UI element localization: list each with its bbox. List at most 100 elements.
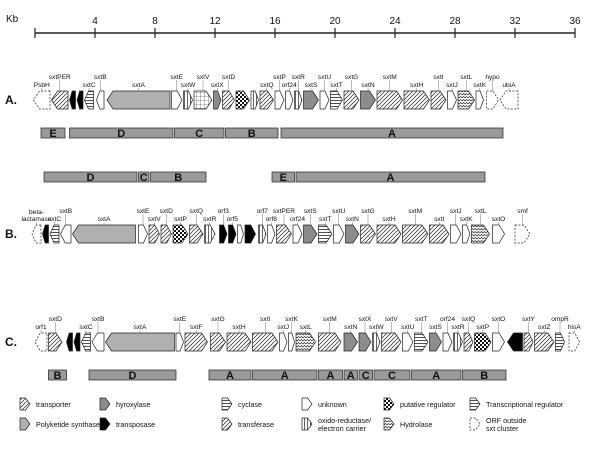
- gene-label: sxtE: [137, 208, 150, 215]
- legend-label: oxido-reductase/electron carrier: [318, 416, 371, 433]
- gene-label: sxtJ: [450, 208, 462, 215]
- gene-row-c: C.orf1sxtDsxtCsxtBsxtAsxtEsxtFsxtGsxtHsx…: [5, 316, 581, 382]
- gene-arrow: [414, 332, 429, 352]
- gene-arrow: [447, 90, 457, 110]
- gene-label: ubiA: [502, 82, 516, 89]
- gene-label: sxtX: [211, 82, 224, 89]
- gene-arrow: [372, 332, 381, 352]
- cluster-label: C: [362, 370, 370, 382]
- gene-label: sxtX: [359, 316, 372, 323]
- cluster-bar: [138, 171, 150, 183]
- gene-label: sxtJ: [277, 324, 289, 331]
- gene-arrow: [189, 224, 204, 244]
- gene-row-b: B.beta-lactamasesxtCsxtBsxtAsxtEsxtVsxtD…: [5, 171, 531, 244]
- gene-label: sxtO: [492, 316, 506, 323]
- gene-label: sxtZ: [538, 324, 550, 331]
- gene-label: sxtM: [323, 316, 337, 323]
- gene-label: sxtT: [415, 316, 427, 323]
- legend-swatch: [383, 417, 395, 431]
- gene-arrow: [73, 332, 81, 352]
- gene-label: sxtI: [434, 216, 444, 223]
- cluster-bar: [48, 369, 67, 381]
- gene-label: sxtH: [232, 324, 245, 331]
- gene-arrow: [402, 332, 414, 352]
- gene-arrow: [96, 90, 105, 110]
- gene-label: sxtL: [474, 208, 486, 215]
- cluster-label: A: [388, 128, 396, 140]
- gene-label: beta-lactamase: [21, 209, 51, 223]
- scale-tick-label: 12: [209, 16, 221, 27]
- legend-label: Hydrolase: [400, 420, 432, 429]
- gene-arrow: [429, 224, 450, 244]
- gene-arrow: [303, 90, 319, 110]
- gene-label: sxtN: [344, 324, 357, 331]
- gene-arrow: [294, 90, 303, 110]
- gene-label: orf3: [218, 208, 230, 215]
- gene-label: sxtL: [460, 74, 472, 81]
- gene-arrow: [430, 90, 447, 110]
- gene-arrow: [318, 332, 342, 352]
- gene-arrow: [172, 224, 189, 244]
- gene-arrow: [60, 224, 72, 244]
- gene-arrow: [51, 90, 69, 110]
- gene-arrow: [222, 90, 235, 110]
- cluster-label: B: [480, 370, 488, 382]
- gene-label: sxtM: [408, 208, 422, 215]
- gene-label: sxtC: [82, 82, 95, 89]
- gene-label: sxtG: [211, 316, 225, 323]
- gene-arrow: [303, 224, 318, 244]
- gene-label: sxtT: [330, 82, 342, 89]
- cluster-bar: [373, 369, 411, 381]
- scale-tick-label: 24: [389, 16, 401, 27]
- gene-arrow: [84, 90, 94, 110]
- gene-label: orf24: [290, 216, 305, 223]
- gene-arrow: [274, 90, 285, 110]
- cluster-label: A: [347, 370, 355, 382]
- gene-arrow: [442, 332, 453, 352]
- gene-label: sxtPER: [273, 208, 295, 215]
- gene-label: sxtV: [148, 216, 161, 223]
- gene-label: orf1: [35, 324, 47, 331]
- gene-arrow: [219, 224, 228, 244]
- gene-label: sxtE: [170, 74, 183, 81]
- cluster-bar: [411, 369, 462, 381]
- gene-label: sxtR: [203, 216, 216, 223]
- gene-label: sxtP: [273, 74, 286, 81]
- gene-arrow: [171, 90, 183, 110]
- gene-label: sxtQ: [260, 82, 274, 89]
- gene-label: sxtB: [92, 316, 105, 323]
- gene-arrow: [76, 90, 84, 110]
- gene-arrow: [474, 332, 492, 352]
- gene-arrow: [183, 90, 193, 110]
- gene-label: sxtB: [59, 208, 72, 215]
- gene-arrow: [72, 224, 136, 244]
- gene-arrow: [471, 224, 490, 244]
- gene-label: sxtV: [197, 74, 210, 81]
- gene-label: sxtU: [332, 208, 345, 215]
- gene-arrow: [244, 224, 256, 244]
- cluster-label: A: [432, 370, 440, 382]
- gene-arrow: [453, 332, 463, 352]
- gene-arrow: [376, 224, 402, 244]
- gene-label: orf8: [266, 216, 278, 223]
- gene-label: sxtO: [492, 216, 506, 223]
- legend-label: transposase: [116, 420, 155, 429]
- gene-arrow: [138, 224, 148, 244]
- scale-tick-label: 28: [449, 16, 461, 27]
- gene-label: sxtK: [473, 82, 486, 89]
- legend-label: putative regulator: [400, 400, 456, 409]
- gene-label: sxtH: [410, 82, 423, 89]
- gene-label: sxtY: [522, 316, 535, 323]
- gene-arrow: [228, 224, 237, 244]
- legend-label: transferase: [238, 420, 274, 429]
- gene-arrow: [514, 224, 531, 244]
- legend-swatch: [19, 397, 31, 411]
- gene-label: sxtPER: [49, 74, 71, 81]
- gene-arrow: [486, 90, 499, 110]
- gene-arrow: [360, 90, 376, 110]
- cluster-bar: [271, 171, 295, 183]
- gene-label: sxtK: [285, 316, 298, 323]
- gene-arrow: [343, 90, 360, 110]
- gene-arrow: [295, 332, 316, 352]
